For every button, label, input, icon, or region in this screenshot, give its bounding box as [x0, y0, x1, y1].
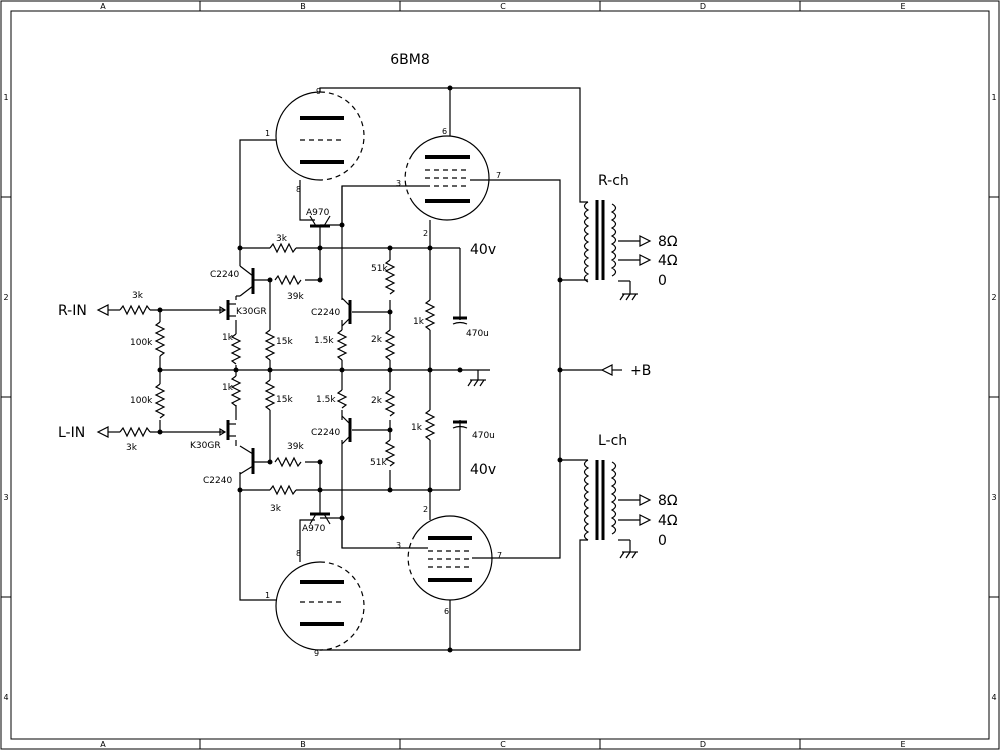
c-label-470u-l: 470u — [472, 431, 495, 441]
r-label-15k-r: 15k — [276, 337, 293, 347]
resistors — [119, 242, 436, 496]
supply-label: +B — [630, 363, 651, 379]
r-label-1k-scr-r: 1k — [413, 317, 425, 327]
r-label-39k-l: 39k — [287, 442, 304, 452]
q-label-c2240-r: C2240 — [210, 270, 239, 280]
grid-col-bottom-e: E — [900, 740, 905, 749]
pin-label-bottom-2: 2 — [423, 505, 428, 514]
fet-label-l: K30GR — [190, 441, 221, 451]
grid-col-top-e: E — [900, 2, 905, 11]
r-label-1_5k-l: 1.5k — [316, 395, 336, 405]
r-label-3k-in-l: 3k — [126, 443, 138, 453]
pin-label-top-7: 7 — [496, 171, 501, 180]
r-label-100k-l: 100k — [130, 396, 153, 406]
pin-label-top-8: 8 — [296, 185, 301, 194]
grid-row-right-4: 4 — [991, 693, 996, 702]
pin-label-bottom-8: 8 — [296, 549, 301, 558]
r-label-100k-r: 100k — [130, 338, 153, 348]
input-label-left: L-IN — [58, 425, 85, 441]
output-4ohm-left: 4Ω — [658, 513, 678, 529]
pin-label-top-3: 3 — [396, 179, 401, 188]
output-8ohm-right: 8Ω — [658, 234, 678, 250]
pin-label-bottom-6: 6 — [444, 607, 449, 616]
grid-col-top-b: B — [300, 2, 306, 11]
channel-label-left: L-ch — [598, 433, 627, 449]
grid-row-left-2: 2 — [3, 293, 8, 302]
c-label-470u-r: 470u — [466, 329, 489, 339]
voltage-label-bottom: 40v — [470, 462, 496, 478]
r-label-1k-src-l: 1k — [222, 383, 234, 393]
junction-dots — [157, 85, 563, 653]
r-label-1_5k-r: 1.5k — [314, 336, 334, 346]
grid-col-bottom-d: D — [700, 740, 706, 749]
r-label-51k-l: 51k — [370, 458, 387, 468]
q-label-c2240-l: C2240 — [203, 476, 232, 486]
pin-label-bottom-1: 1 — [265, 591, 270, 600]
r-label-3k-in-r: 3k — [132, 291, 144, 301]
r-label-1k-scr-l: 1k — [411, 423, 423, 433]
grid-col-top-a: A — [100, 2, 106, 11]
r-label-51k-r: 51k — [371, 264, 388, 274]
pin-label-top-2: 2 — [423, 229, 428, 238]
input-label-right: R-IN — [58, 303, 87, 319]
output-0-left: 0 — [658, 533, 667, 549]
r-label-2k-l: 2k — [371, 396, 383, 406]
output-taps-right — [618, 235, 652, 301]
q-label-c2240-drv-l: C2240 — [311, 428, 340, 438]
r-label-15k-l: 15k — [276, 395, 293, 405]
q-label-c2240-drv-r: C2240 — [311, 308, 340, 318]
r-label-3k-fb-l: 3k — [270, 504, 282, 514]
grid-col-bottom-b: B — [300, 740, 306, 749]
grid-col-bottom-c: C — [500, 740, 506, 749]
grid-row-right-2: 2 — [991, 293, 996, 302]
output-taps-left — [618, 494, 652, 559]
q-label-a970-r: A970 — [306, 208, 330, 218]
output-transformer-left — [583, 459, 617, 541]
transistors — [96, 215, 468, 525]
fet-label-r: K30GR — [236, 307, 267, 317]
grid-row-left-3: 3 — [3, 493, 8, 502]
r-label-2k-r: 2k — [371, 335, 383, 345]
grid-row-right-1: 1 — [991, 93, 996, 102]
wiring — [108, 87, 622, 651]
voltage-label-top: 40v — [470, 242, 496, 258]
grid-labels: A B C D E A B C D E 1 2 3 4 1 2 3 4 — [3, 2, 996, 749]
output-4ohm-right: 4Ω — [658, 253, 678, 269]
output-transformer-right — [583, 200, 617, 283]
grid-row-right-3: 3 — [991, 493, 996, 502]
channel-label-right: R-ch — [598, 173, 629, 189]
grid-col-top-c: C — [500, 2, 506, 11]
r-label-3k-fb-r: 3k — [276, 234, 288, 244]
inner-frame — [10, 10, 990, 740]
output-0-right: 0 — [658, 273, 667, 289]
output-8ohm-left: 8Ω — [658, 493, 678, 509]
r-label-1k-src-r: 1k — [222, 333, 234, 343]
pin-label-top-6: 6 — [442, 127, 447, 136]
pin-label-bottom-3: 3 — [396, 541, 401, 550]
grid-col-top-d: D — [700, 2, 706, 11]
pin-label-bottom-7: 7 — [497, 551, 502, 560]
grid-row-left-1: 1 — [3, 93, 8, 102]
grid-row-left-4: 4 — [3, 693, 8, 702]
q-label-a970-l: A970 — [302, 524, 326, 534]
bottom-triode-tube — [275, 561, 366, 651]
tube-type-title: 6BM8 — [390, 52, 430, 68]
top-triode-tube — [275, 91, 366, 181]
pin-label-bottom-9: 9 — [314, 649, 319, 658]
top-pentode-tube — [404, 135, 490, 221]
pin-label-top-1: 1 — [265, 129, 270, 138]
pin-label-top-9: 9 — [316, 87, 321, 96]
grid-col-bottom-a: A — [100, 740, 106, 749]
r-label-39k-r: 39k — [287, 292, 304, 302]
